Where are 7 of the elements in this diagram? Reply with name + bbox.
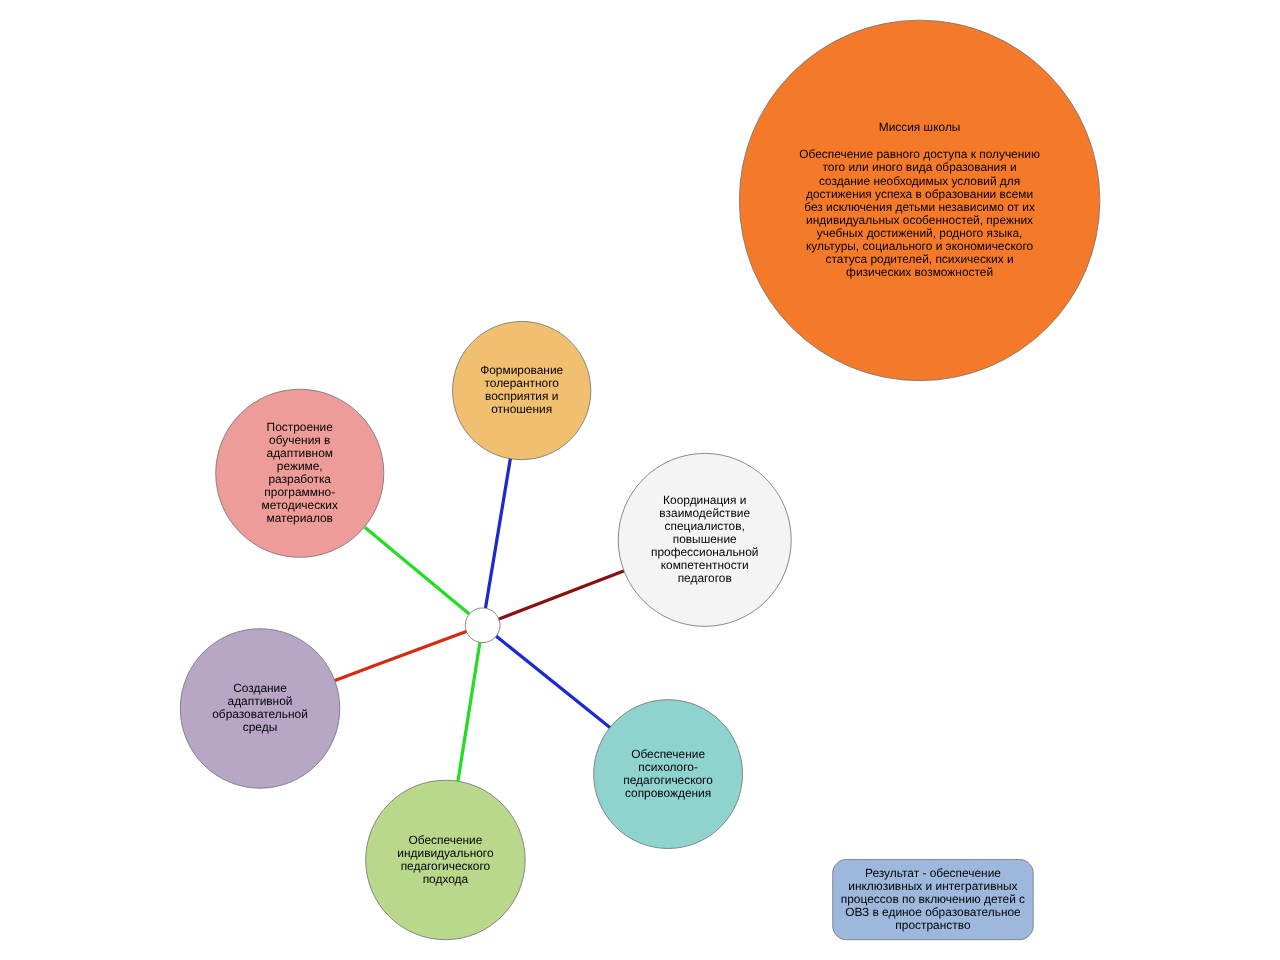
connector	[495, 634, 611, 729]
node-circle	[464, 607, 501, 644]
connector	[498, 569, 625, 621]
connector	[456, 642, 482, 782]
connector	[334, 629, 467, 682]
connector	[483, 458, 512, 609]
connector	[363, 526, 471, 616]
